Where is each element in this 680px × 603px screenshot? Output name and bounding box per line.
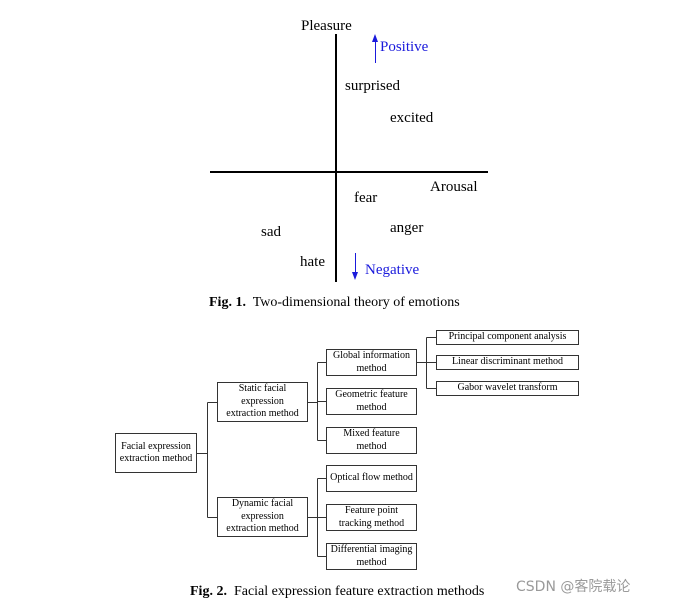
axis-x-label: Arousal [430, 179, 478, 195]
figure-2-caption-number: Fig. 2. [190, 584, 227, 599]
node-dynamic: Dynamic facial expression extraction met… [217, 497, 308, 537]
emotion-hate: hate [300, 254, 325, 270]
node-gabor: Gabor wavelet transform [436, 381, 579, 396]
arrow-down-icon [351, 272, 358, 280]
node-static: Static facial expression extraction meth… [217, 382, 308, 422]
emotion-anger: anger [390, 220, 424, 236]
positive-label: Positive [380, 39, 429, 55]
node-mixed-feature: Mixed feature method [326, 427, 417, 454]
vertical-axis [335, 34, 337, 282]
emotion-fear: fear [354, 190, 378, 206]
figure-1-caption-number: Fig. 1. [209, 295, 246, 310]
figure-1-caption-text: Two-dimensional theory of emotions [252, 295, 460, 310]
axis-y-label: Pleasure [301, 18, 352, 34]
figure-2-caption-text: Facial expression feature extraction met… [233, 584, 485, 599]
watermark: CSDN @客院载论 [516, 579, 631, 595]
node-global-information: Global information method [326, 349, 417, 376]
positive-arrow-shaft [374, 41, 376, 63]
figure-1-caption: Fig. 1. Two-dimensional theory of emotio… [209, 295, 460, 311]
negative-label: Negative [365, 262, 420, 278]
negative-arrow-shaft [354, 253, 356, 273]
node-differential-imaging: Differential imaging method [326, 543, 417, 570]
node-pca: Principal component analysis [436, 330, 579, 345]
horizontal-axis [210, 171, 488, 173]
node-root: Facial expression extraction method [115, 433, 197, 473]
emotion-sad: sad [261, 224, 281, 240]
figure-2-caption: Fig. 2. Facial expression feature extrac… [190, 584, 484, 600]
node-optical-flow: Optical flow method [326, 465, 417, 492]
node-geometric-feature: Geometric feature method [326, 388, 417, 415]
emotion-surprised: surprised [345, 78, 400, 94]
node-lda: Linear discriminant method [436, 355, 579, 370]
node-feature-point-tracking: Feature point tracking method [326, 504, 417, 531]
arrow-up-icon [371, 34, 378, 42]
emotion-excited: excited [390, 110, 434, 126]
